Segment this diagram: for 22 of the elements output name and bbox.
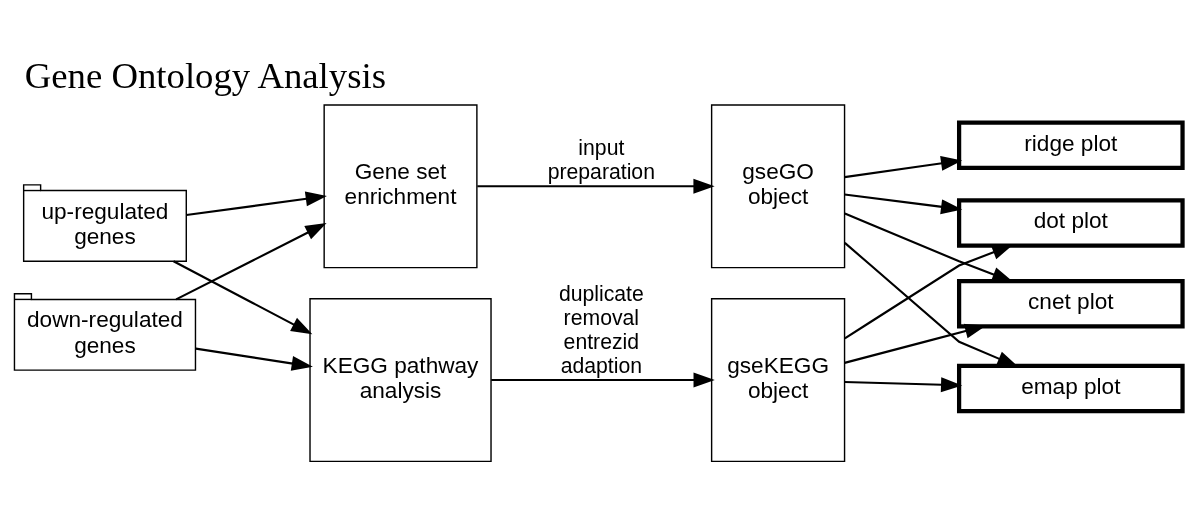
node-box: emap plot (957, 363, 1185, 414)
arrow (844, 193, 963, 215)
node-box: Gene set enrichment (323, 104, 478, 269)
arrow (477, 178, 715, 194)
node-box: ridge plot (957, 120, 1185, 171)
node-box: cnet plot (957, 278, 1185, 329)
node-box: gseGO object (710, 104, 846, 269)
arrow (844, 242, 1019, 367)
node-box: dot plot (957, 198, 1185, 248)
arrow (491, 372, 715, 388)
edge-label: duplicate removal entrezid adaption (558, 281, 644, 377)
arrow (195, 347, 313, 371)
arrow (186, 191, 327, 217)
arrow (173, 260, 313, 335)
node-box: KEGG pathway analysis (309, 298, 492, 463)
arrow (844, 156, 963, 179)
arrow (175, 223, 327, 301)
arrow (844, 377, 963, 393)
arrow (844, 244, 1014, 340)
diagram-title: Gene Ontology Analysis (24, 54, 387, 96)
edge-label: input preparation (547, 136, 655, 184)
node-box: gseKEGG object (710, 298, 846, 463)
